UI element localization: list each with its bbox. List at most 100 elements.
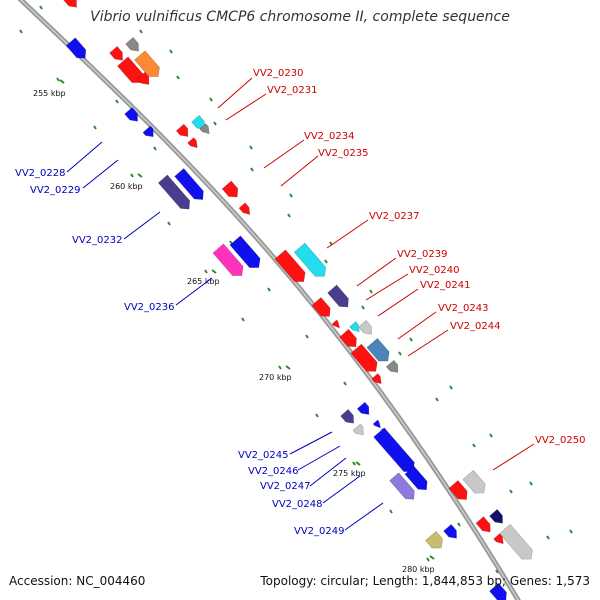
gene-label-vv2-0234[interactable]: VV2_0234 (304, 131, 355, 142)
tick-mark (324, 259, 328, 264)
tick-mark (289, 193, 293, 198)
gene-feature (425, 530, 443, 549)
gene-label-vv2-0228[interactable]: VV2_0228 (15, 168, 66, 179)
gene-label-vv2-0235[interactable]: VV2_0235 (318, 148, 369, 159)
gene-shape (339, 328, 357, 348)
map-title: Vibrio vulnificus CMCP6 chromosome II, c… (90, 9, 510, 25)
tick-mark (93, 125, 97, 130)
gene-label-vv2-0243[interactable]: VV2_0243 (438, 303, 489, 314)
tick-mark (267, 287, 271, 292)
gene-feature (389, 472, 415, 500)
gene-label-vv2-0249[interactable]: VV2_0249 (294, 526, 345, 537)
gene-feature (174, 168, 204, 200)
gene-label-vv2-0250[interactable]: VV2_0250 (535, 435, 586, 446)
tick-mark (287, 213, 291, 218)
gene-label-vv2-0236[interactable]: VV2_0236 (124, 302, 175, 313)
gene-label-vv2-0240[interactable]: VV2_0240 (409, 265, 460, 276)
tick-mark (389, 509, 393, 514)
gene-shape (499, 523, 533, 560)
gene-shape (371, 373, 382, 385)
gene-label-vv2-0230[interactable]: VV2_0230 (253, 68, 304, 79)
gene-feature (462, 469, 486, 494)
tick-mark (529, 481, 533, 486)
tick-mark (343, 381, 347, 386)
gene-label-vv2-0245[interactable]: VV2_0245 (238, 450, 289, 461)
gene-label-vv2-0239[interactable]: VV2_0239 (397, 249, 448, 260)
gene-shape (358, 320, 372, 335)
gene-feature (443, 524, 457, 539)
gene-shape (462, 469, 486, 494)
gene-feature (142, 125, 154, 138)
gene-shape (293, 242, 327, 277)
tick-mark (305, 334, 309, 339)
gene-feature (212, 243, 244, 276)
gene-feature (175, 123, 189, 137)
gene-label-vv2-0231[interactable]: VV2_0231 (267, 85, 318, 96)
genome-backbone-highlight (20, 0, 519, 600)
gene-label-vv2-0232[interactable]: VV2_0232 (72, 235, 123, 246)
gene-feature (157, 174, 191, 210)
gene-shape (212, 243, 244, 276)
gene-feature (229, 235, 261, 268)
gene-shape (352, 423, 364, 436)
tick-mark (426, 557, 430, 562)
gene-label-vv2-0246[interactable]: VV2_0246 (248, 466, 299, 477)
gene-shape (340, 409, 354, 424)
gene-feature (125, 37, 139, 52)
gene-feature (134, 50, 160, 77)
gene-shape (175, 123, 189, 137)
accession-text: Accession: NC_004460 (9, 574, 146, 588)
gene-shape (134, 50, 160, 77)
gene-shape (65, 37, 87, 59)
tick-mark (176, 75, 180, 80)
ruler-tick (137, 173, 143, 178)
kbp-label: 265 kbp (187, 277, 220, 286)
tick-mark (130, 173, 134, 178)
tick-mark (509, 489, 513, 494)
gene-label-vv2-0248[interactable]: VV2_0248 (272, 499, 323, 510)
tick-mark (449, 385, 453, 390)
gene-label-vv2-0241[interactable]: VV2_0241 (420, 280, 471, 291)
gene-shape (331, 319, 341, 329)
gene-label-vv2-0244[interactable]: VV2_0244 (450, 321, 501, 332)
tick-mark (250, 167, 254, 172)
gene-shape (157, 174, 191, 210)
ruler-tick (355, 461, 361, 466)
gene-shape (385, 359, 399, 373)
gene-shape (274, 249, 306, 282)
gene-feature (448, 480, 468, 500)
ruler-tick (429, 555, 435, 560)
gene-shape (372, 419, 382, 429)
tick-mark (409, 337, 413, 342)
gene-shape (443, 524, 457, 539)
tick-mark (56, 77, 60, 82)
gene-feature (65, 37, 87, 59)
gene-shape (350, 343, 378, 372)
gene-shape (124, 107, 138, 122)
gene-shape (475, 516, 491, 533)
gene-shape (109, 46, 123, 61)
gene-feature (238, 202, 251, 215)
gene-label-vv2-0247[interactable]: VV2_0247 (260, 481, 311, 492)
gene-feature (63, 0, 77, 8)
gene-shape (448, 480, 468, 500)
tick-mark (457, 522, 461, 527)
gene-feature (187, 137, 198, 149)
gene-shape (187, 137, 198, 149)
gene-shape (142, 125, 154, 138)
tick-mark (249, 145, 253, 150)
tick-mark (209, 97, 213, 102)
kbp-label: 275 kbp (333, 469, 366, 478)
gene-shape (199, 123, 210, 135)
tick-mark (435, 397, 439, 402)
ruler-tick (59, 79, 65, 84)
tick-mark (546, 535, 550, 540)
gene-feature (350, 343, 378, 372)
gene-label-vv2-0237[interactable]: VV2_0237 (369, 211, 420, 222)
gene-feature (371, 373, 382, 385)
gene-shape (327, 284, 349, 308)
gene-feature (356, 401, 370, 415)
tick-mark (569, 529, 573, 534)
gene-label-vv2-0229[interactable]: VV2_0229 (30, 185, 81, 196)
gene-feature (358, 320, 372, 335)
